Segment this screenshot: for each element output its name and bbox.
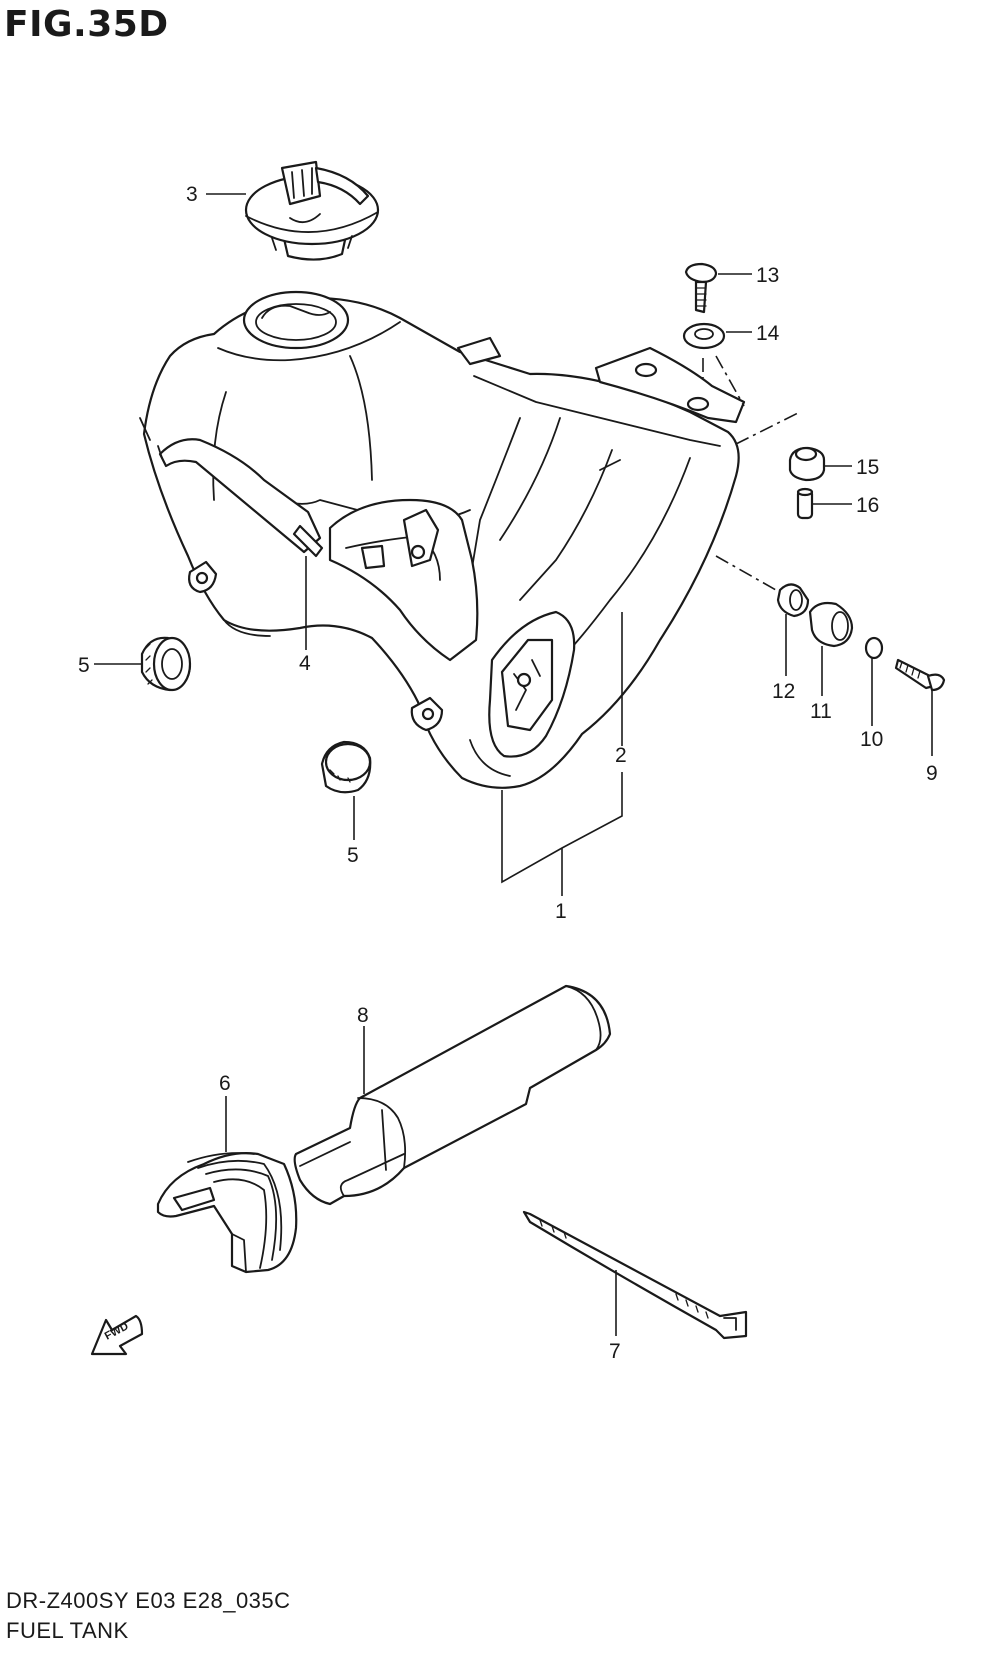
leader-lines (94, 193, 933, 1336)
callout-15: 15 (856, 456, 879, 479)
callout-8: 8 (357, 1004, 369, 1027)
callout-13: 13 (756, 264, 779, 287)
sponge-clamp-part[interactable] (156, 1152, 298, 1274)
cushion-part-a[interactable] (140, 636, 192, 692)
callout-10: 10 (860, 728, 883, 751)
cushion-part-b[interactable] (320, 740, 372, 794)
callout-1: 1 (555, 900, 567, 923)
cushion-part-12[interactable] (776, 583, 810, 618)
callout-7: 7 (609, 1340, 621, 1363)
callout-16: 16 (856, 494, 879, 517)
fwd-direction-marker: FWD (90, 1314, 144, 1356)
callout-6: 6 (219, 1072, 231, 1095)
breather-hose-part[interactable] (292, 524, 324, 558)
fuel-cap-part[interactable] (244, 160, 380, 261)
washer-part-10[interactable] (864, 636, 884, 660)
protector-tube-part[interactable] (293, 984, 612, 1206)
figure-title: FIG.35D (4, 4, 169, 45)
callout-12: 12 (772, 680, 795, 703)
callout-9: 9 (926, 762, 938, 785)
section-name: FUEL TANK (6, 1618, 129, 1643)
cable-tie-part[interactable] (522, 1210, 748, 1340)
callout-14: 14 (756, 322, 780, 345)
callout-4: 4 (299, 652, 311, 675)
callout-2: 2 (615, 744, 627, 767)
callout-5a: 5 (78, 654, 90, 677)
bolt-part-9[interactable] (894, 658, 946, 692)
callout-5b: 5 (347, 844, 359, 867)
collar-part-16[interactable] (796, 487, 814, 520)
grommet-part-15[interactable] (788, 446, 826, 482)
callout-3: 3 (186, 183, 198, 206)
bolt-part-13[interactable] (684, 262, 718, 314)
model-code: DR-Z400SY E03 E28_035C (6, 1588, 291, 1613)
washer-part-14[interactable] (682, 322, 726, 350)
callout-11: 11 (810, 700, 832, 723)
cushion-part-11[interactable] (808, 601, 854, 648)
fuel-tank-part[interactable] (139, 290, 746, 789)
